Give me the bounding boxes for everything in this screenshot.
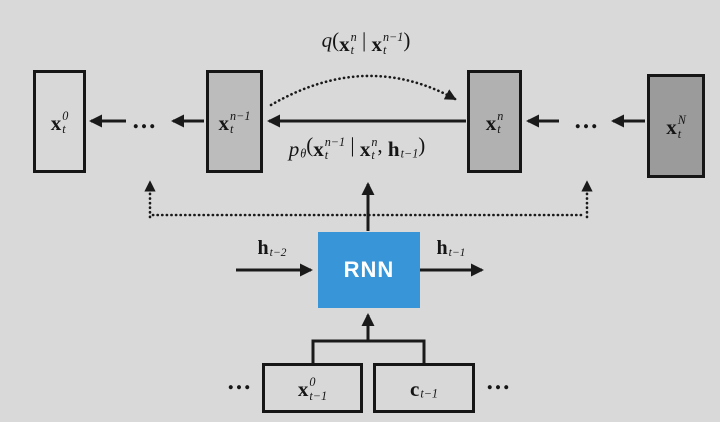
q-forward-dotted-arc (269, 74, 457, 107)
node-rnn: RNN (318, 232, 420, 308)
ellipsis-chain-left: ... (132, 107, 158, 134)
inputs-bracket (311, 339, 426, 363)
ellipsis-inputs-left: ... (227, 368, 253, 395)
ellipsis-chain-right: ... (574, 107, 600, 134)
rnn-label: RNN (343, 257, 395, 282)
ellipsis-inputs-right: ... (486, 368, 512, 395)
